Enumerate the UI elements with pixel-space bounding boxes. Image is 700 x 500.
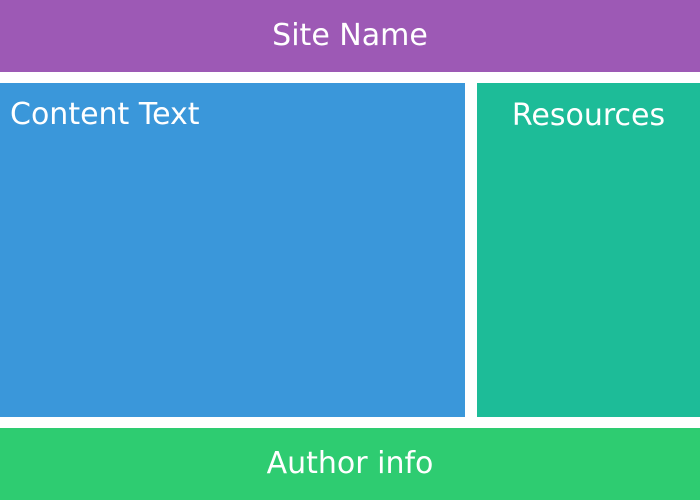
content-text-heading: Content Text [10,97,200,132]
resources-heading: Resources [511,98,666,133]
author-info-footer: Author info [0,428,700,500]
content-area: Content Text [0,83,465,417]
resources-sidebar: Resources [477,83,700,417]
author-info-label: Author info [266,445,434,481]
site-header-banner: Site Name [0,0,700,72]
site-name-title: Site Name [272,17,428,53]
